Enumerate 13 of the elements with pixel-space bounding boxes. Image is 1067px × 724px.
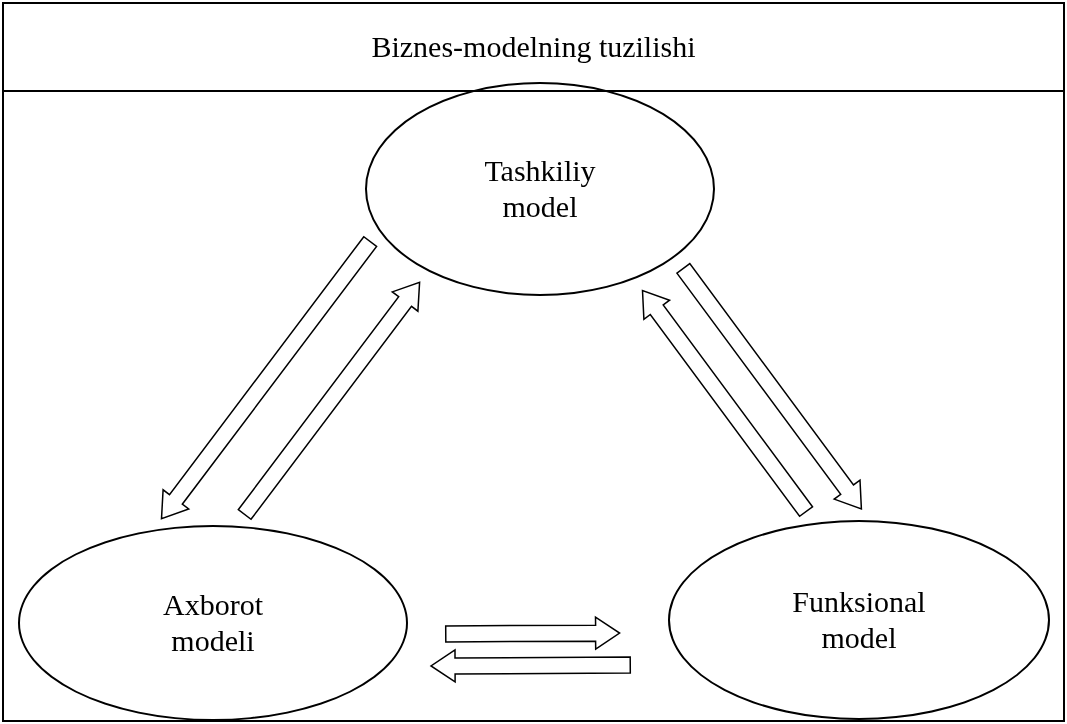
node-label: Axborot modeli bbox=[162, 587, 264, 659]
node-label: Funksional model bbox=[791, 584, 927, 656]
block-arrow bbox=[444, 615, 621, 651]
block-arrow bbox=[675, 262, 863, 510]
node-label: Tashkiliy model bbox=[483, 153, 597, 225]
model-ellipse bbox=[668, 520, 1050, 720]
block-arrow bbox=[641, 289, 814, 518]
diagram-title: Biznes-modelning tuzilishi bbox=[371, 30, 696, 64]
model-ellipse bbox=[365, 82, 715, 296]
model-ellipse bbox=[18, 525, 408, 721]
block-arrow bbox=[237, 281, 421, 521]
block-arrow bbox=[429, 648, 632, 684]
block-arrow bbox=[160, 235, 378, 520]
